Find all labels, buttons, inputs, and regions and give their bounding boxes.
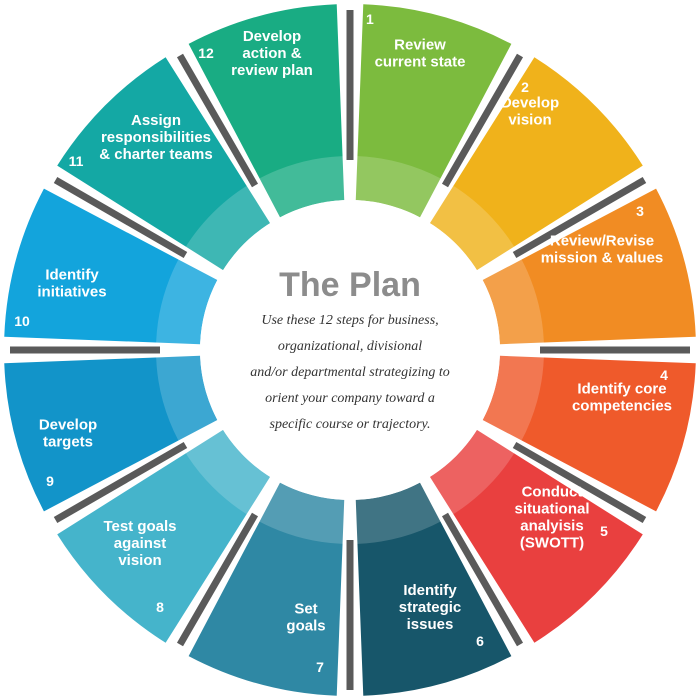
step-label-line: Review (394, 37, 446, 54)
step-label-line: current state (375, 54, 466, 71)
center-description-line: orient your company toward a (265, 391, 435, 406)
step-label-line: responsibilities (101, 129, 211, 146)
step-segment (429, 429, 643, 643)
step-label-line: vision (118, 552, 161, 569)
step-label-line: vision (508, 112, 551, 129)
step-label-line: Conduct (522, 484, 583, 501)
center-title: The Plan (279, 266, 421, 304)
step-segment (482, 188, 696, 345)
step-label-line: Identify core (577, 381, 666, 398)
step-label-line: action & (242, 45, 301, 62)
step-segment (4, 188, 218, 345)
step-label-line: mission & values (541, 250, 664, 267)
step-segment (355, 482, 512, 696)
step-segment (188, 4, 345, 218)
step-number: 10 (14, 313, 30, 329)
step-label-line: Test goals (103, 518, 176, 535)
step-label-line: issues (407, 616, 454, 633)
segment-divider (512, 176, 647, 259)
step-label-line: competencies (572, 398, 672, 415)
center-description-line: Use these 12 steps for business, (261, 313, 438, 328)
step-number: 12 (198, 45, 214, 61)
step-label-line: Set (294, 601, 317, 618)
step-segment (57, 429, 271, 643)
step-segment (188, 482, 345, 696)
step-label-line: initiatives (37, 284, 106, 301)
step-segment (57, 57, 271, 271)
step-label-line: Develop (501, 95, 559, 112)
step-label-line: Assign (131, 112, 181, 129)
step-number: 5 (600, 523, 608, 539)
center-disc (200, 200, 500, 500)
segment-divider (53, 441, 188, 524)
step-label-line: Develop (243, 28, 301, 45)
center-description-line: specific course or trajectory. (270, 417, 431, 432)
step-number: 11 (69, 153, 84, 169)
segment-divider (176, 512, 259, 647)
segment-divider (176, 53, 259, 188)
step-label-line: Develop (39, 417, 97, 434)
step-label-line: review plan (231, 62, 313, 79)
step-number: 6 (476, 633, 484, 649)
spokes-layer (10, 10, 690, 690)
segment-divider (53, 176, 188, 259)
step-label-line: analyisis (520, 518, 583, 535)
step-number: 4 (660, 367, 668, 383)
step-segment (355, 4, 512, 218)
step-number: 9 (46, 473, 54, 489)
step-label-line: Identify (403, 582, 457, 599)
step-label-line: goals (286, 618, 325, 635)
step-number: 8 (156, 599, 164, 615)
step-segment (4, 355, 218, 512)
segment-divider (512, 441, 647, 524)
step-number: 3 (636, 203, 644, 219)
step-label-line: against (114, 535, 167, 552)
step-segment (429, 57, 643, 271)
step-label-line: (SWOTT) (520, 535, 584, 552)
segment-divider (441, 53, 524, 188)
step-number: 1 (366, 11, 374, 27)
segment-divider (441, 512, 524, 647)
step-label-line: situational (514, 501, 589, 518)
step-number: 7 (316, 659, 324, 675)
step-segment (482, 355, 696, 512)
step-label-line: strategic (399, 599, 462, 616)
step-label-line: Review/Revise (550, 233, 654, 250)
step-label-line: & charter teams (99, 146, 212, 163)
inner-ring-band (156, 156, 544, 544)
step-label-line: Identify (45, 267, 99, 284)
center-description-line: and/or departmental strategizing to (250, 365, 450, 380)
center-description-line: organizational, divisional (278, 339, 422, 354)
step-label-line: targets (43, 434, 93, 451)
segments-layer (4, 4, 696, 696)
step-number: 2 (521, 79, 529, 95)
